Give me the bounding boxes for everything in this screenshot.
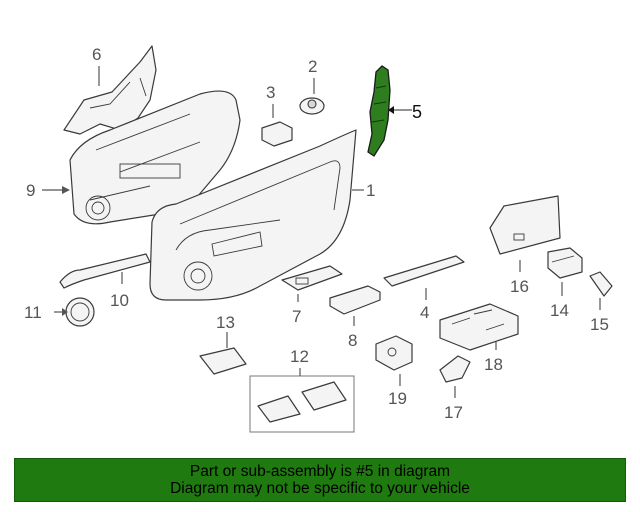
- callout-3: 3: [266, 83, 275, 102]
- callout-1: 1: [366, 181, 375, 200]
- callout-6: 6: [92, 45, 101, 64]
- part-8-pull-cup: [329, 285, 381, 326]
- part-11-speaker-grille: [54, 297, 95, 327]
- callout-8: 8: [348, 331, 357, 350]
- callout-15: 15: [590, 315, 609, 334]
- part-5-switch-bezel: [367, 65, 412, 157]
- part-14-switch: [547, 247, 583, 296]
- part-17-small-bracket: [439, 355, 471, 398]
- part-15-small-switch: [589, 271, 613, 310]
- callout-18: 18: [484, 355, 503, 374]
- part-19-switch-bracket: [375, 335, 413, 386]
- callout-4: 4: [420, 303, 429, 322]
- callout-14: 14: [550, 301, 569, 320]
- callout-9: 9: [26, 181, 35, 200]
- info-banner: Part or sub-assembly is #5 in diagram Di…: [14, 458, 626, 502]
- part-3-clip: [261, 104, 293, 147]
- banner-line-part-number: Part or sub-assembly is #5 in diagram: [189, 463, 451, 480]
- part-16-cover-plate: [489, 195, 561, 272]
- part-18-master-switch: [439, 303, 519, 351]
- part-1-door-trim: [149, 129, 364, 301]
- part-2-fastener: [299, 78, 325, 115]
- parts-diagram: 6 2 3 5 9 1 10 11 16 7 4 14 15 13 8 12 1…: [24, 45, 613, 433]
- callout-10: 10: [110, 291, 129, 310]
- banner-line-disclaimer: Diagram may not be specific to your vehi…: [170, 480, 470, 497]
- callout-5: 5: [412, 102, 422, 122]
- part-9-door-frame: [42, 90, 241, 225]
- callout-16: 16: [510, 277, 529, 296]
- callout-13: 13: [216, 313, 235, 332]
- callout-7: 7: [292, 307, 301, 326]
- callout-12: 12: [290, 347, 309, 366]
- part-7-armrest-top: [281, 265, 343, 302]
- part-4-trim-bar: [383, 255, 465, 300]
- part-6-mirror-trim: [63, 45, 157, 135]
- part-13-pad: [199, 332, 247, 375]
- part-10-trim-strip: [59, 253, 151, 289]
- part-12-pad-set: [249, 368, 355, 433]
- callout-19: 19: [388, 389, 407, 408]
- callout-2: 2: [308, 57, 317, 76]
- callout-11: 11: [24, 303, 42, 322]
- callout-17: 17: [444, 403, 463, 422]
